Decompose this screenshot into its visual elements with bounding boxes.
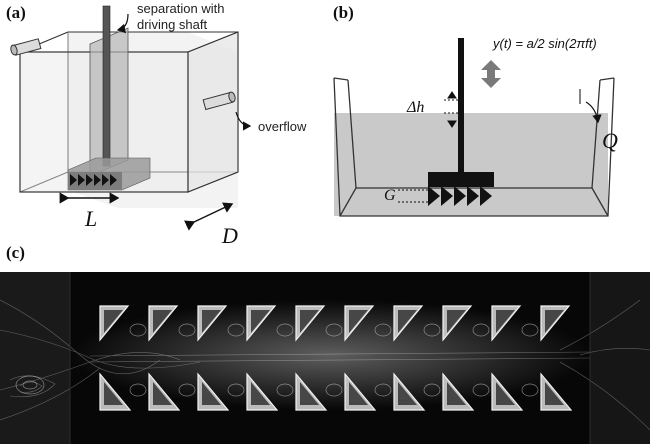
inlet-pipe [10,38,42,56]
shaft-b [458,38,464,178]
tank-section [333,77,615,217]
flow-rate-label: Q [602,128,618,153]
gap-label: G [384,187,396,204]
delta-h-marker [444,91,462,128]
teeth-bottom-row [99,372,573,411]
motion-equation: y(t) = a/2 sin(2πft) [492,36,597,51]
driving-shaft [102,5,111,167]
flow-arrow [585,101,602,124]
panel-c-label: (c) [6,243,25,262]
shaft-note-line1: separation with [137,1,224,16]
vortices [15,323,539,397]
panel-b-label: (b) [333,3,354,22]
ratchet-block [428,172,494,184]
oscillation-arrow [481,60,501,88]
overflow-arrow [235,111,252,131]
ratchet-teeth-small [70,174,117,186]
panel-a-label: (a) [6,3,26,22]
ratchet-teeth-b [428,186,492,206]
gap-marker [398,189,428,203]
delta-h-label: Δh [406,99,424,116]
dim-depth-label: D [221,223,238,248]
outlet-pipe [202,91,236,111]
overflow-label: overflow [258,119,307,134]
depth-dimension [184,202,234,231]
panel-c: (c) [0,243,650,444]
panel-a: (a) [6,1,307,248]
panel-b: (b) [333,3,618,217]
dim-length-label: L [84,206,97,231]
shaft-note-line2: driving shaft [137,17,207,32]
